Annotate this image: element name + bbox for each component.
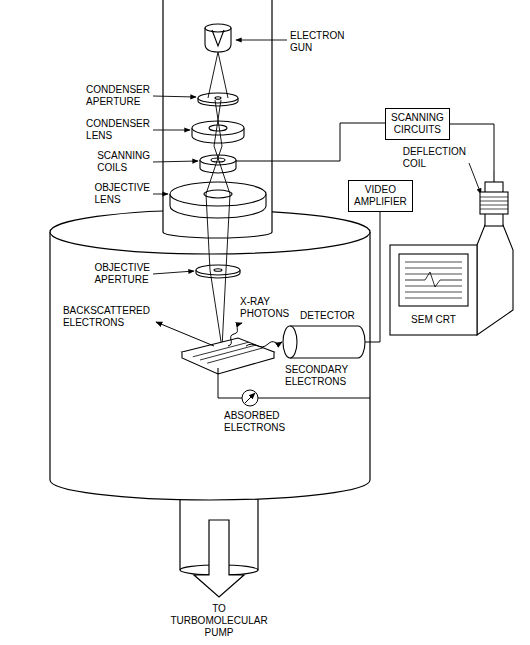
lens-bore — [209, 125, 227, 131]
part-label: ELECTRON GUN — [290, 30, 344, 54]
secondary-detector — [283, 326, 365, 358]
deflection-coil — [480, 192, 508, 214]
scan-line — [405, 262, 462, 263]
wiring — [218, 123, 385, 406]
leader-arrow — [469, 163, 481, 194]
pump-port — [180, 499, 258, 597]
coil-winding — [480, 197, 508, 209]
meter-needle — [245, 393, 255, 403]
part-label: X-RAY PHOTONS — [240, 296, 296, 320]
box-text: SCANNING CIRCUITS — [391, 112, 444, 136]
part-label: ABSORBED ELECTRONS — [224, 410, 285, 434]
objective-aperture — [196, 265, 240, 275]
circuit-box: SCANNING CIRCUITS — [385, 108, 450, 140]
crt-front — [390, 245, 477, 335]
vacuum-chamber — [50, 210, 370, 500]
coil-wire — [236, 123, 385, 161]
part-label: DETECTOR — [300, 310, 355, 322]
crt-monitor: SEM CRT — [385, 170, 520, 340]
beam-line — [208, 52, 228, 98]
part-label: CONDENSER APERTURE — [86, 84, 150, 108]
aperture-hole — [214, 269, 222, 272]
objective-lens — [170, 182, 266, 206]
crt-outline — [390, 170, 513, 335]
detector-body — [290, 326, 365, 358]
electron-gun — [205, 24, 231, 32]
aperture-hole — [215, 97, 221, 99]
scan-line — [405, 298, 462, 299]
flow-arrow — [194, 520, 244, 597]
column-parts — [170, 24, 266, 278]
detector-wire — [365, 211, 380, 342]
electron-beam — [206, 52, 230, 348]
part-label: SCANNING COILS — [97, 150, 150, 174]
leader-arrow — [236, 40, 287, 41]
signal-trace — [405, 272, 462, 287]
part-label: OBJECTIVE LENS — [94, 182, 150, 206]
leader-arrow — [153, 96, 196, 97]
specimen — [182, 338, 274, 374]
neck-lead — [493, 170, 494, 182]
leader-arrow — [153, 271, 194, 274]
part-label: DEFLECTION COIL — [403, 146, 466, 170]
crt-screen — [399, 254, 468, 306]
backscatter-arrow — [156, 322, 214, 346]
scan-line — [405, 286, 462, 287]
signals — [156, 322, 282, 347]
condenser-lens — [192, 121, 244, 135]
xray-wave — [228, 323, 242, 346]
lens-bore — [204, 190, 232, 198]
amplifier-box: VIDEO AMPLIFIER — [348, 180, 413, 212]
leader-arrow — [153, 130, 190, 131]
detector-face — [283, 326, 297, 358]
filament — [212, 30, 224, 46]
scan-line — [405, 268, 462, 269]
part-label: TO TURBOMOLECULAR PUMP — [170, 603, 267, 639]
scan-line — [405, 274, 462, 275]
condenser-aperture — [198, 93, 238, 103]
box-text: VIDEO AMPLIFIER — [354, 184, 407, 208]
crt-funnel — [477, 225, 513, 335]
part-label: SECONDARY ELECTRONS — [285, 364, 348, 388]
leader-lines — [153, 40, 481, 274]
beam-line — [206, 100, 222, 348]
specimen-side — [182, 352, 274, 374]
part-label: BACKSCATTERED ELECTRONS — [63, 305, 150, 329]
scanning-coil — [200, 155, 236, 165]
current-meter — [242, 390, 258, 406]
part-label: OBJECTIVE APERTURE — [94, 262, 150, 286]
leader-arrow — [153, 161, 198, 162]
part-label: CONDENSER LENS — [86, 118, 150, 142]
secondary-path — [246, 342, 282, 347]
beam-line — [214, 100, 230, 348]
specimen-pattern — [193, 342, 263, 363]
leader-arrow — [153, 194, 168, 195]
scan-line — [405, 292, 462, 293]
box-text: SEM CRT — [390, 314, 477, 326]
